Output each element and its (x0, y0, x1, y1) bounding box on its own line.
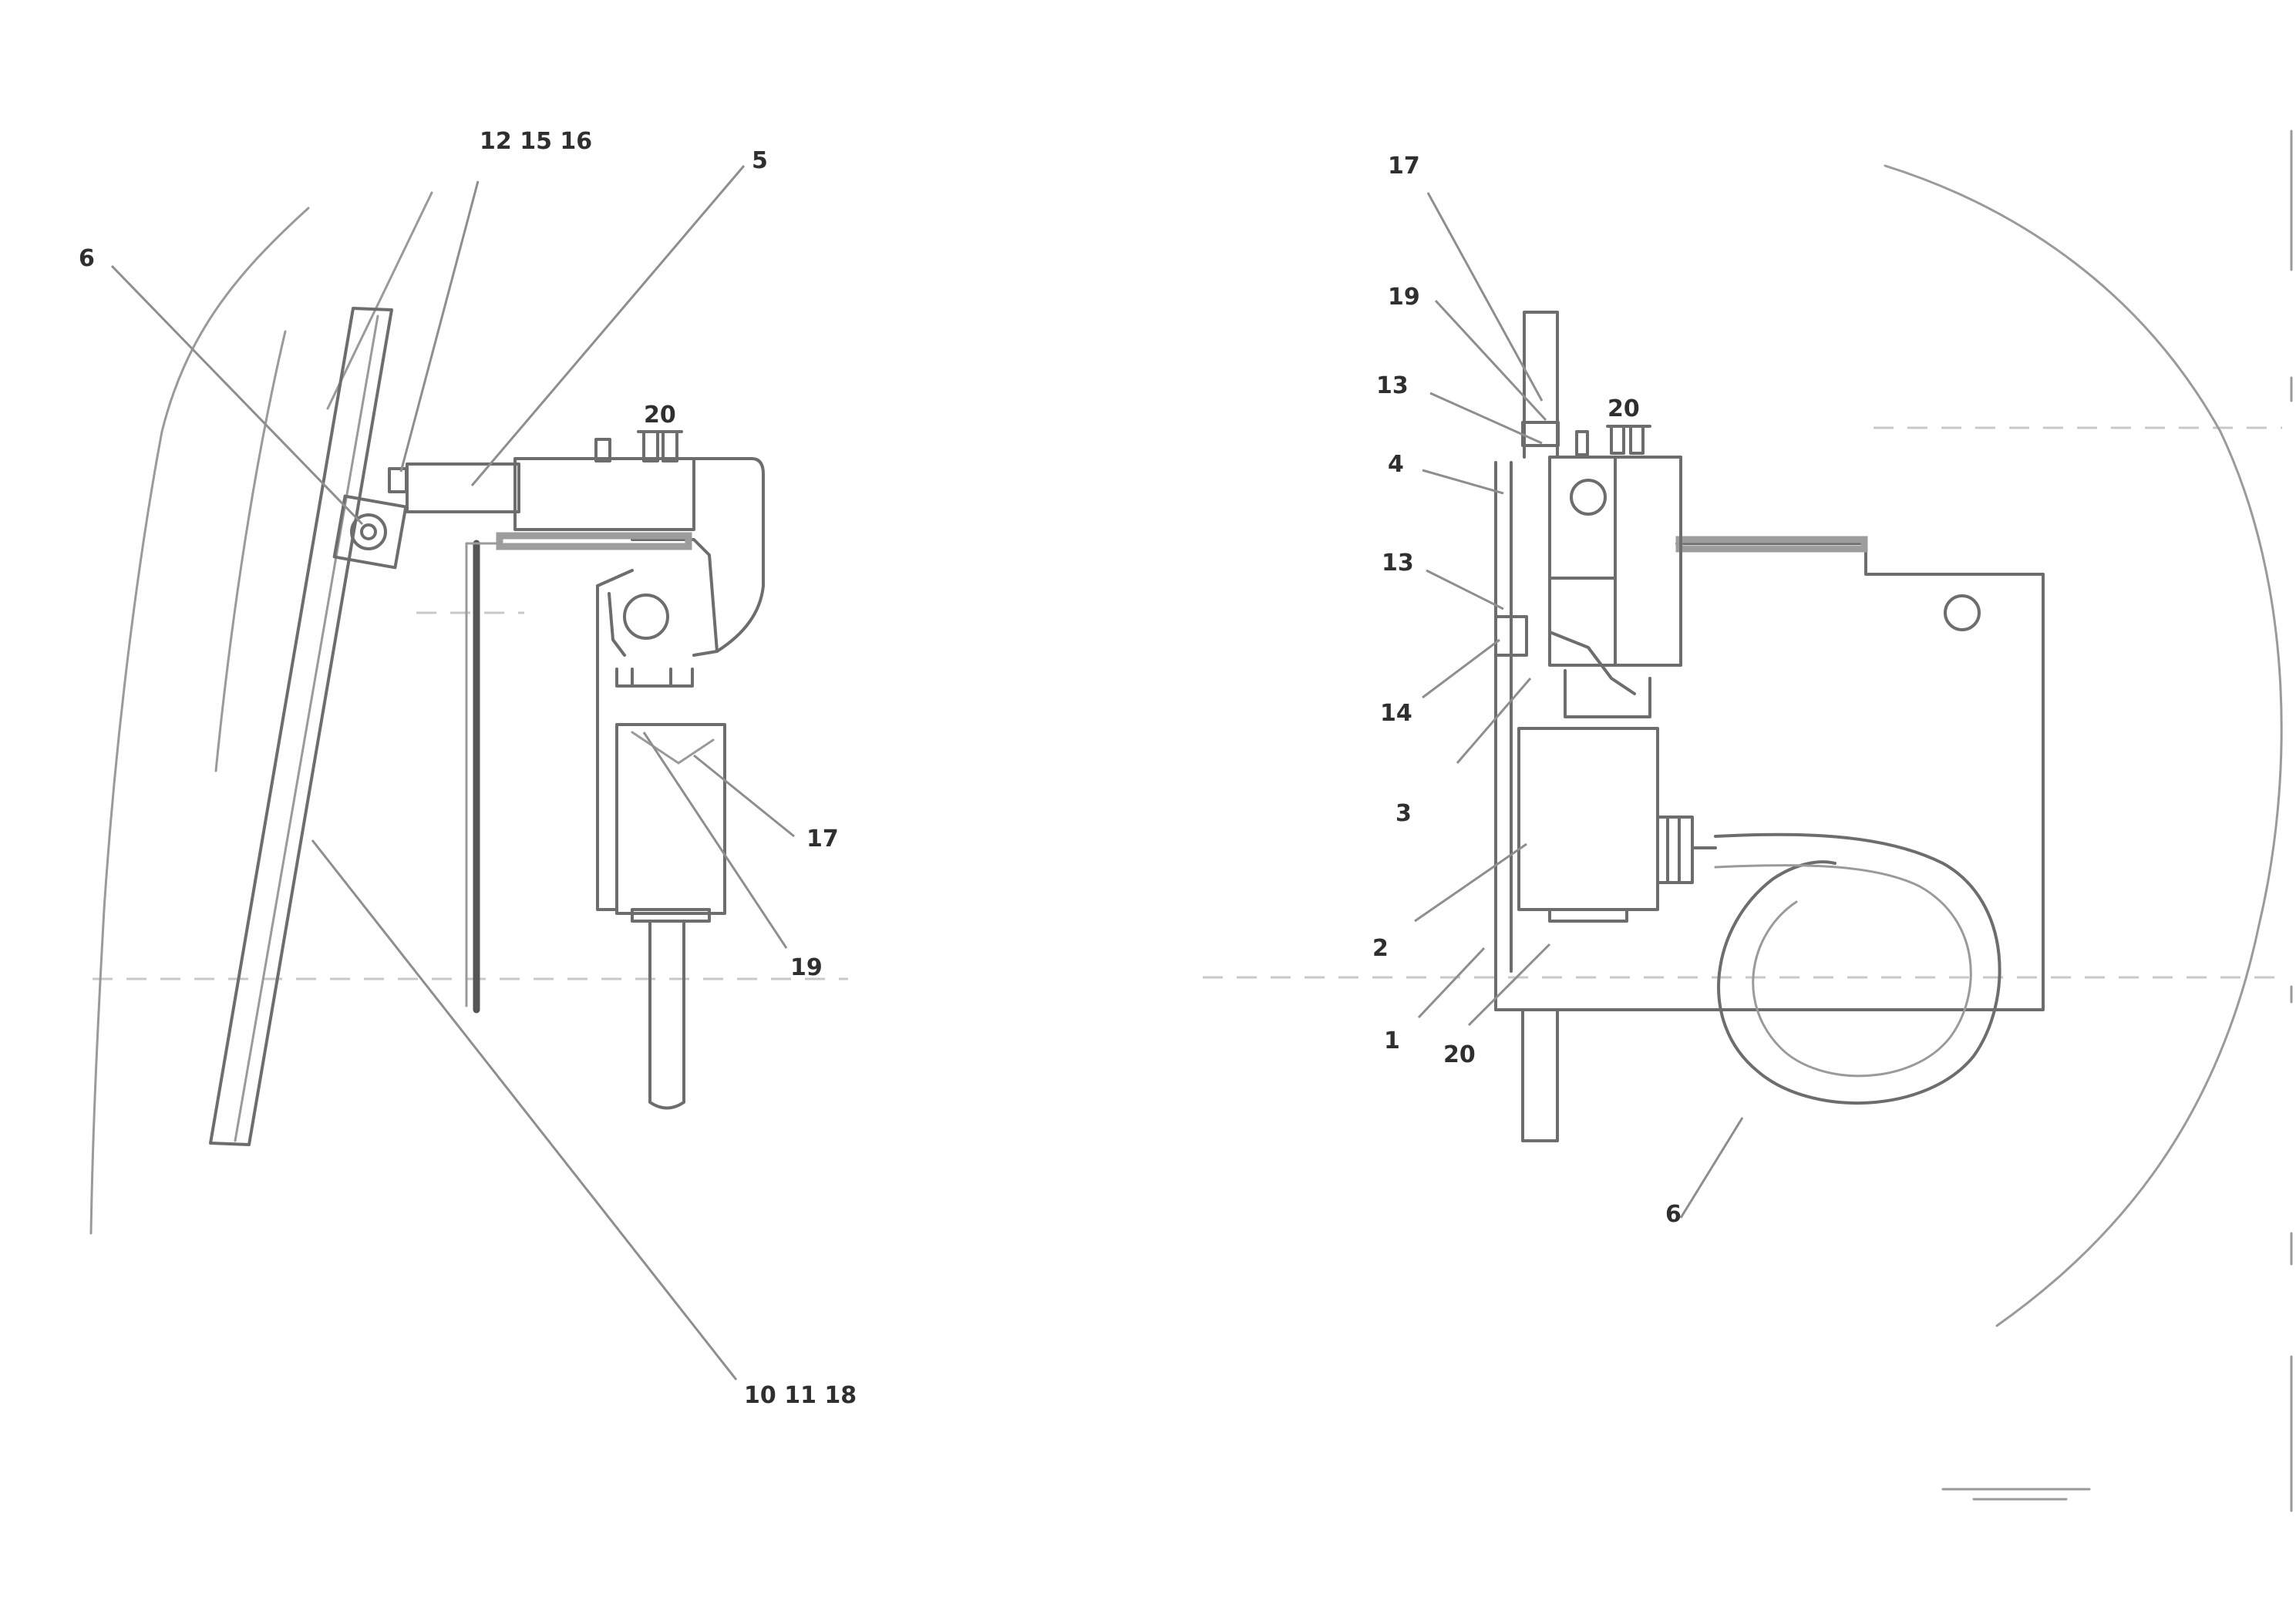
callout-6-right: 6 (1665, 1201, 1682, 1228)
callout-4: 4 (1388, 451, 1404, 478)
callout-20-lower: 20 (1443, 1041, 1476, 1068)
cable-connector (1656, 816, 1717, 884)
base-plate (1494, 542, 2045, 1011)
callout-2: 2 (1372, 935, 1389, 962)
clip (615, 668, 694, 688)
callout-13-upper: 13 (1376, 372, 1409, 399)
construction-lines (93, 426, 2282, 980)
callout-17: 17 (806, 826, 839, 853)
cable-loop (1714, 832, 2001, 1105)
right-top-bolts (1575, 425, 1651, 456)
callout-13-lower: 13 (1382, 550, 1414, 577)
round-pivot (623, 594, 669, 640)
right-leaders (1414, 192, 1744, 1219)
plunger-rod (648, 920, 685, 1110)
top-bolts (594, 430, 683, 462)
callout-19-right: 19 (1388, 284, 1420, 311)
callout-3: 3 (1395, 800, 1412, 827)
lower-switch-housing (1517, 727, 1659, 911)
nut-stack (1494, 615, 1651, 718)
callout-5: 5 (752, 147, 768, 174)
side-plate (596, 569, 634, 911)
pivot-bolt (332, 467, 408, 570)
connecting-arm (406, 462, 520, 513)
callout-17-right: 17 (1388, 153, 1420, 180)
bracket-lower-edge (631, 538, 719, 653)
left-leaders (110, 165, 795, 1381)
left-diagonal-guide (326, 191, 433, 410)
callout-20-top: 20 (1608, 395, 1640, 422)
lower-rod (1521, 1008, 1559, 1142)
bracket-body (692, 457, 765, 657)
callout-19: 19 (790, 954, 823, 981)
switch-bolt (1570, 479, 1607, 516)
title-block (1941, 1488, 2091, 1501)
tilted-bar (209, 307, 393, 1146)
right-body-contour (1884, 164, 2283, 1327)
left-view: 12 15 16 5 6 20 17 19 10 11 18 (79, 128, 857, 1409)
tilted-bar-inner-edge (234, 314, 379, 1142)
callout-10-11-18: 10 11 18 (744, 1382, 857, 1409)
clamp-block (513, 457, 695, 531)
left-inner-contour (214, 330, 287, 772)
callout-14: 14 (1380, 700, 1412, 727)
top-rod (1523, 311, 1559, 459)
callout-1: 1 (1384, 1027, 1400, 1054)
callout-6: 6 (79, 245, 95, 272)
right-view: 17 19 13 4 13 14 3 2 1 20 20 6 (1372, 153, 2283, 1327)
switch-housing (615, 723, 726, 915)
callout-12-15-16: 12 15 16 (480, 128, 592, 155)
bracket-weld (496, 532, 692, 550)
plate-hole (1944, 594, 1981, 631)
left-body-contour (89, 207, 310, 1235)
callout-20: 20 (644, 402, 676, 429)
vertical-plate (1494, 461, 1513, 1011)
